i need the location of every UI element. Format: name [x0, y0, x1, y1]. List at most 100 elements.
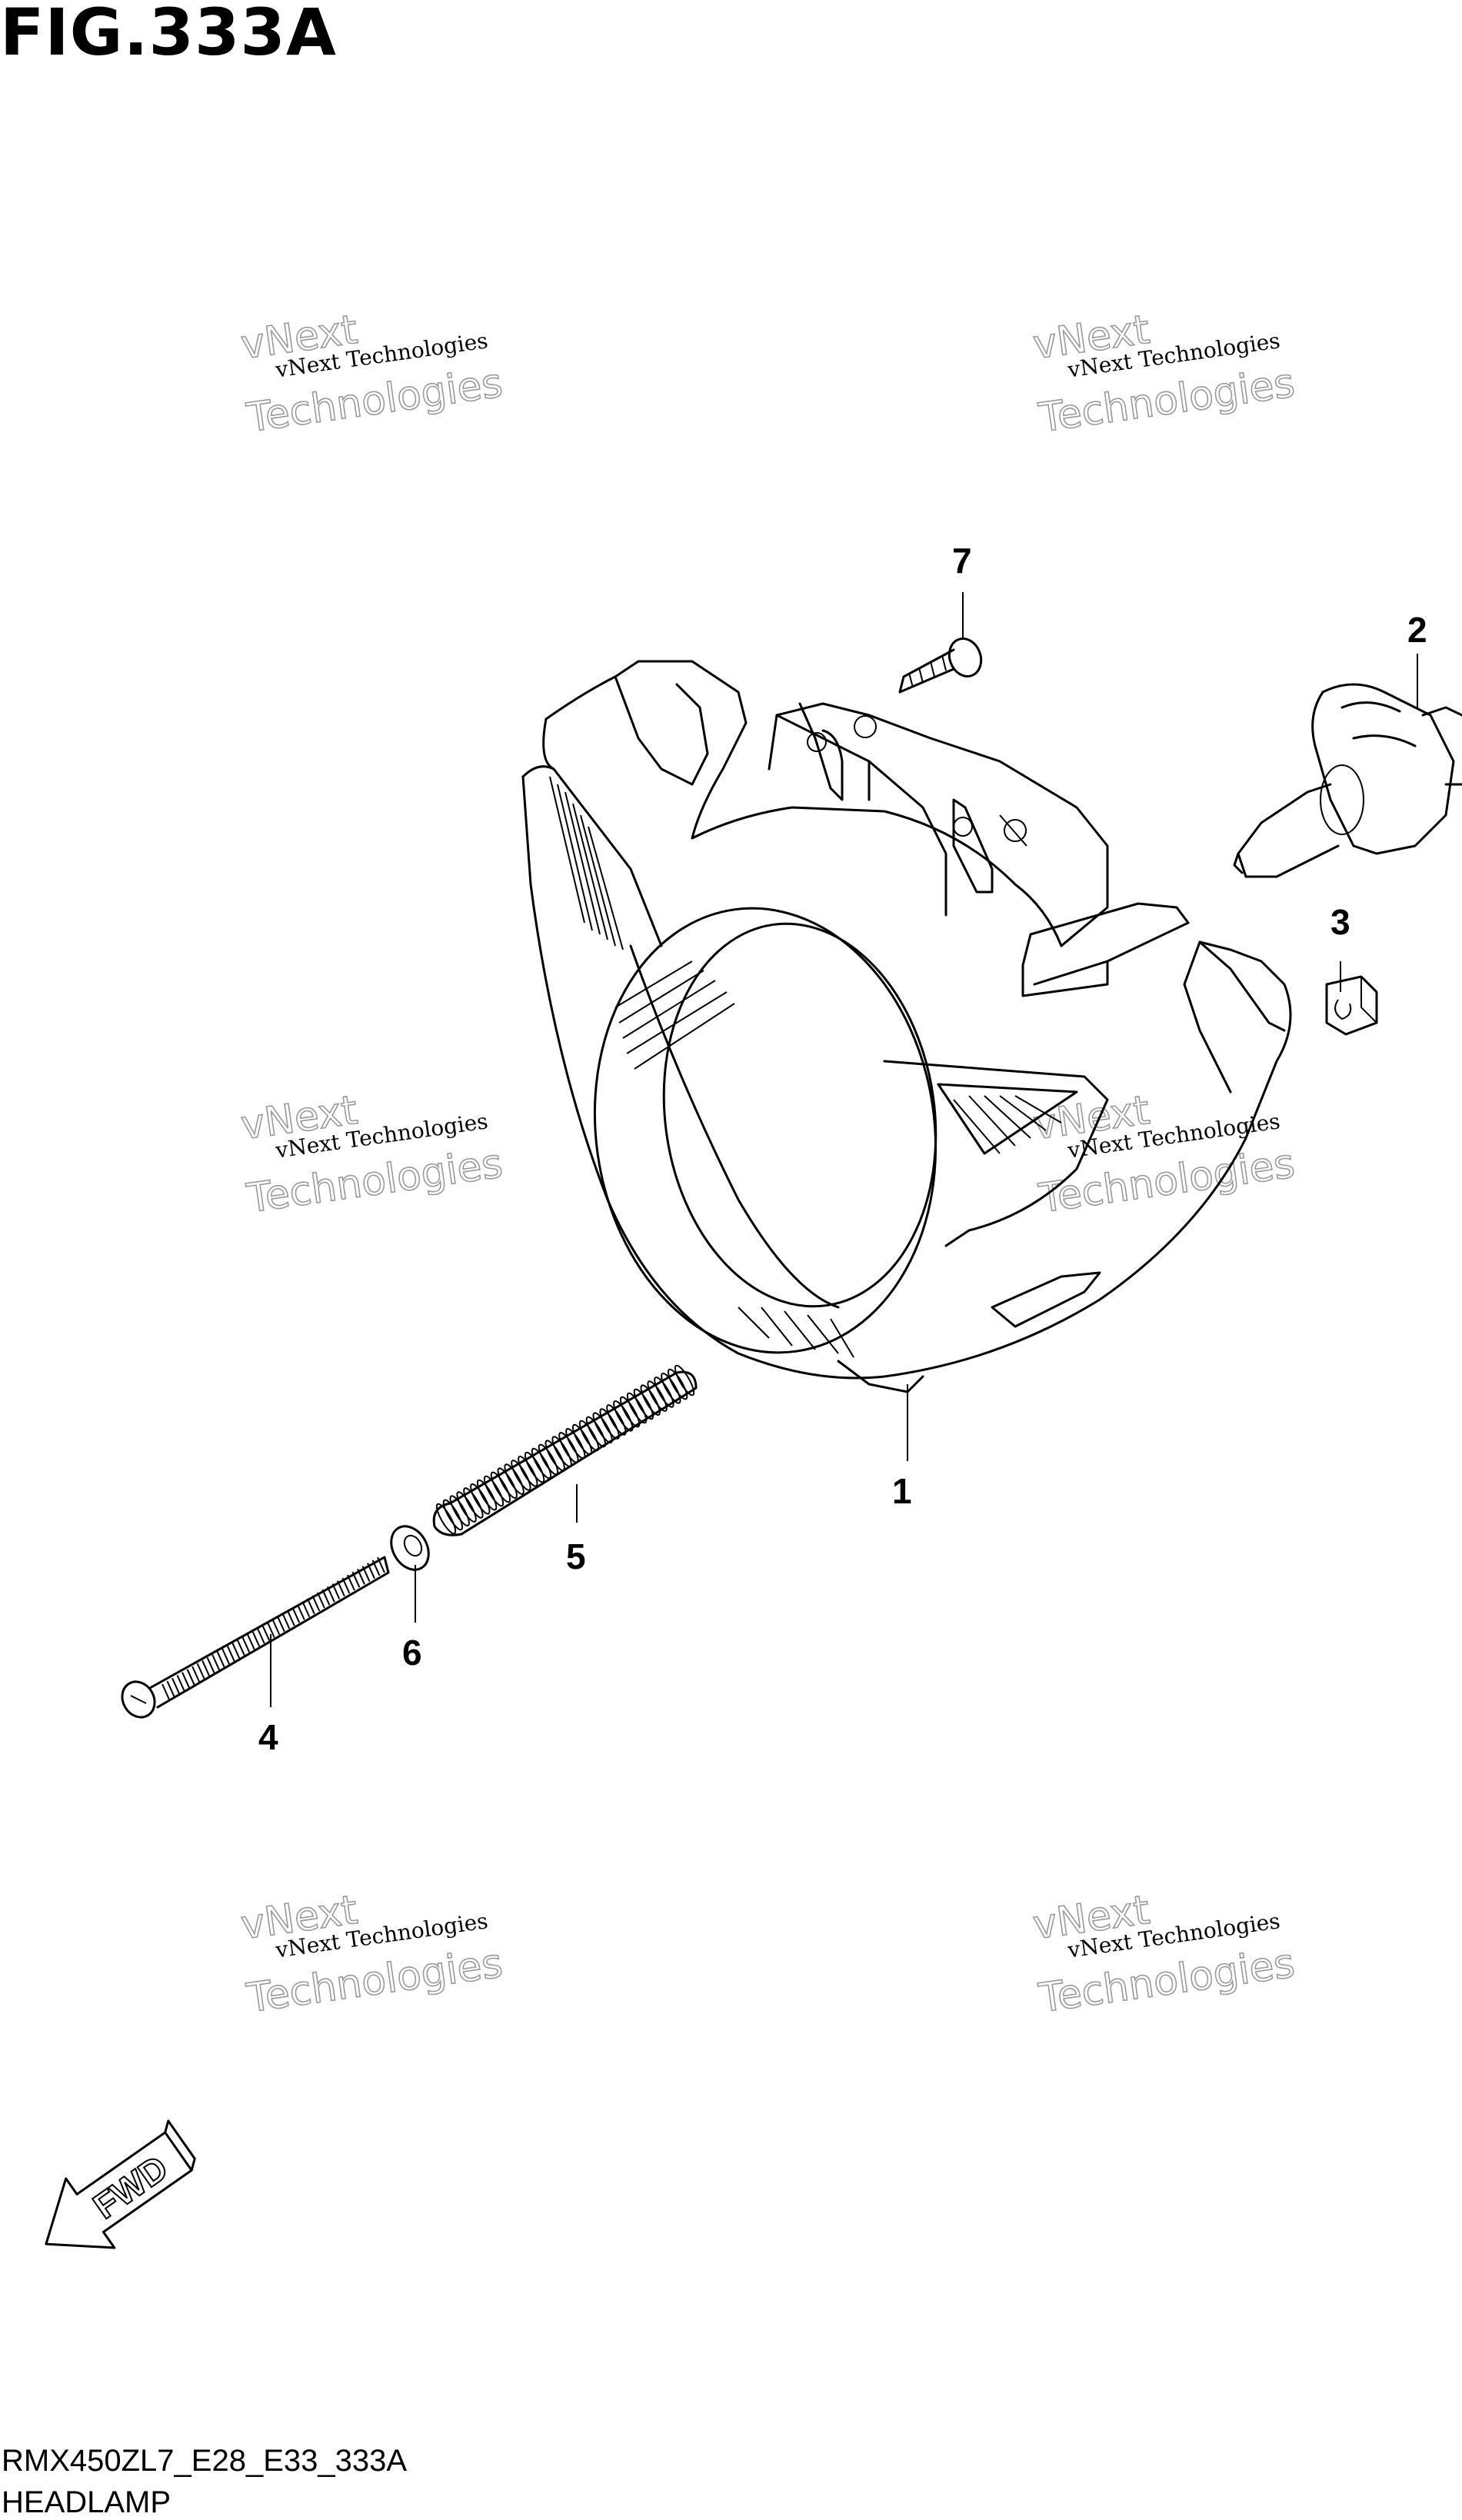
bolt-thread — [331, 1583, 341, 1600]
bolt-thread — [281, 1613, 291, 1630]
leader-lines — [270, 592, 1418, 1707]
spring-coil — [470, 1483, 491, 1515]
bolt-thread — [351, 1571, 361, 1588]
spring-coil — [619, 1396, 641, 1428]
spring-coil — [449, 1495, 470, 1526]
bolt-thread — [346, 1574, 355, 1591]
bolt-thread — [246, 1633, 255, 1650]
bolt-thread — [226, 1645, 235, 1662]
headlamp-housing-part-1[interactable] — [521, 660, 1292, 1393]
bolt-thread — [172, 1677, 180, 1694]
bolt-thread — [306, 1598, 315, 1615]
bolt-thread — [206, 1657, 215, 1673]
callout-5: 5 — [566, 1536, 586, 1576]
watermark-bottom-right: vNext vNext Technologies Technologies — [1030, 1886, 1298, 2022]
bolt-part-4[interactable] — [116, 1556, 390, 1723]
bolt-thread — [357, 1568, 365, 1585]
bolt-thread — [176, 1675, 185, 1691]
spring-coil — [654, 1377, 674, 1408]
bolt-thread — [296, 1603, 305, 1620]
watermark-top-left: vNext vNext Technologies Technologies — [238, 306, 506, 442]
bolt-thread — [291, 1606, 301, 1623]
spring-coil — [490, 1471, 511, 1503]
bolt-thread — [321, 1589, 331, 1606]
spring-coil — [674, 1364, 695, 1396]
watermark-top-right: vNext vNext Technologies Technologies — [1030, 306, 1298, 442]
watermark-bottom-left: vNext vNext Technologies Technologies — [238, 1886, 506, 2022]
spring-coil — [497, 1467, 518, 1499]
watermark-mid-left: vNext vNext Technologies Technologies — [238, 1087, 506, 1223]
bolt-thread — [316, 1592, 325, 1609]
screw-part-7[interactable] — [898, 634, 986, 694]
bolt-thread — [261, 1624, 271, 1641]
spring-coil — [640, 1384, 661, 1416]
spring-coil — [463, 1487, 484, 1519]
section-name: HEADLAMP — [2, 2485, 172, 2519]
callout-6: 6 — [402, 1633, 422, 1673]
model-code: RMX450ZL7_E28_E33_333A — [2, 2444, 408, 2478]
spring-coils — [435, 1364, 695, 1535]
spring-coil — [571, 1423, 593, 1456]
washer-part-6[interactable] — [384, 1520, 436, 1576]
spring-coil — [661, 1373, 681, 1404]
spring-coil — [476, 1479, 498, 1511]
callout-2: 2 — [1407, 610, 1427, 650]
bolt-thread — [311, 1595, 321, 1612]
spring-coil — [524, 1451, 545, 1483]
spring-coil — [633, 1388, 654, 1420]
bolt-thread — [186, 1669, 195, 1686]
spring-coil — [592, 1412, 613, 1443]
bolt-thread — [377, 1556, 385, 1573]
bolt-thread — [367, 1563, 375, 1580]
spring-coil — [613, 1400, 634, 1432]
spring-coil — [606, 1404, 627, 1436]
bolt-thread — [162, 1683, 170, 1700]
spring-coil — [667, 1368, 688, 1400]
bolt-thread — [166, 1680, 175, 1697]
bolt-thread — [216, 1651, 225, 1668]
spring-coil — [538, 1443, 559, 1476]
bolt-thread — [326, 1586, 335, 1603]
bolt-thread — [266, 1621, 275, 1638]
bolt-thread — [196, 1663, 205, 1679]
bulb-part-2[interactable] — [1233, 683, 1462, 878]
bolt-thread — [191, 1666, 201, 1683]
spring-coil — [551, 1436, 572, 1467]
bolt-thread — [211, 1654, 221, 1671]
spring-coil — [518, 1456, 538, 1487]
bolt-thread — [286, 1610, 295, 1626]
bolt-thread — [256, 1627, 265, 1644]
spring-coil — [531, 1447, 552, 1480]
bolt-thread — [341, 1577, 351, 1594]
bolt-thread — [301, 1601, 311, 1618]
spring-coil — [435, 1503, 457, 1535]
spring-coil — [626, 1392, 648, 1424]
callout-7: 7 — [952, 541, 972, 581]
spring-coil — [585, 1416, 607, 1448]
bolt-thread — [182, 1672, 190, 1689]
spring-coil — [578, 1420, 600, 1452]
bolt-thread — [221, 1648, 231, 1665]
bolt-threads — [162, 1556, 385, 1700]
callout-1: 1 — [892, 1471, 912, 1511]
bolt-thread — [276, 1616, 285, 1633]
fwd-arrow-icon: FWD — [45, 2119, 196, 2249]
spring-coil — [558, 1432, 579, 1463]
callout-3: 3 — [1330, 902, 1350, 942]
bolt-thread — [251, 1630, 261, 1647]
callout-4: 4 — [258, 1717, 278, 1757]
bolt-thread — [241, 1636, 251, 1653]
spring-coil — [456, 1491, 477, 1523]
spring-coil — [504, 1463, 525, 1495]
housing-shading — [549, 776, 1062, 1358]
spring-part-5[interactable] — [432, 1363, 698, 1536]
bolt-thread — [236, 1639, 245, 1656]
socket-cap-part-3[interactable] — [1325, 975, 1378, 1036]
bolt-thread — [271, 1619, 281, 1636]
bolt-thread — [231, 1642, 241, 1659]
spring-coil — [647, 1380, 668, 1412]
bolt-thread — [201, 1659, 211, 1676]
spring-coil — [511, 1460, 531, 1491]
